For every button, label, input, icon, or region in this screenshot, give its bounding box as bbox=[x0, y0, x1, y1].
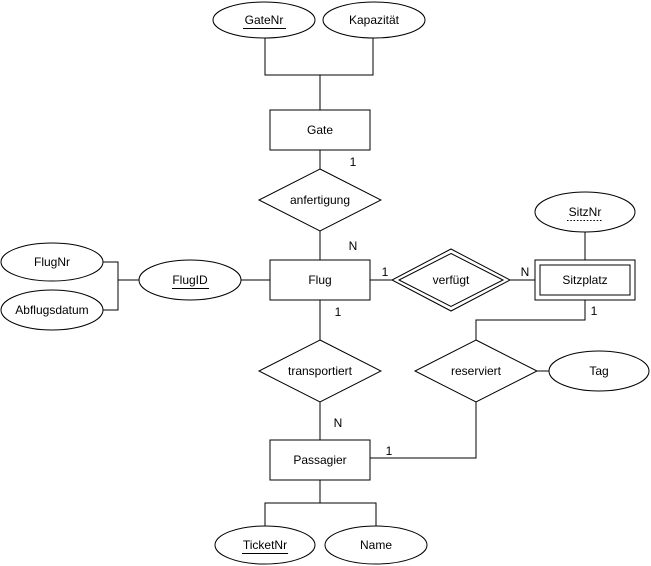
relationship-anfertigung bbox=[257, 168, 383, 232]
entity-passagier-label: Passagier bbox=[293, 453, 346, 467]
attribute-sitznr-label: SitzNr bbox=[569, 205, 602, 219]
cardinality-sitzplatz-reserviert: 1 bbox=[591, 304, 598, 318]
cardinality-flug-verfuegt: 1 bbox=[382, 265, 389, 279]
entity-sitzplatz-label: Sitzplatz bbox=[562, 273, 607, 287]
attribute-abflugsdatum-label: Abflugsdatum bbox=[15, 303, 88, 317]
attribute-tag-label: Tag bbox=[589, 364, 608, 378]
relationship-transportiert-label: transportiert bbox=[288, 364, 353, 378]
entity-gate bbox=[269, 109, 371, 151]
entity-flug bbox=[269, 259, 371, 301]
attribute-kapazitaet bbox=[322, 1, 426, 39]
attribute-flugid bbox=[138, 259, 242, 301]
cardinality-gate-anfertigung: 1 bbox=[350, 155, 357, 169]
edge-reserviert-passagier bbox=[370, 402, 477, 459]
attribute-flugid-label: FlugID bbox=[172, 273, 208, 287]
edge-passagier-attributes-bracket bbox=[264, 480, 377, 526]
attribute-gatenr bbox=[212, 1, 316, 39]
entity-flug-label: Flug bbox=[308, 273, 331, 287]
cardinality-labels: 1 N 1 N 1 1 1 N bbox=[334, 155, 598, 458]
entity-gate-label: Gate bbox=[307, 123, 333, 137]
relationship-verfuegt-label: verfügt bbox=[433, 273, 470, 287]
attribute-sitznr bbox=[534, 191, 636, 233]
attribute-ticketnr bbox=[214, 525, 316, 565]
entity-sitzplatz-inner bbox=[539, 264, 631, 296]
entities: Gate Flug Sitzplatz Passagier bbox=[269, 109, 636, 481]
attribute-kapazitaet-label: Kapazität bbox=[349, 13, 400, 27]
edges bbox=[103, 38, 586, 526]
attribute-name bbox=[324, 525, 428, 565]
attribute-gatenr-label: GateNr bbox=[245, 13, 284, 27]
cardinality-verfuegt-sitzplatz: N bbox=[521, 265, 530, 279]
relationship-reserviert bbox=[413, 339, 539, 403]
attribute-flugnr-label: FlugNr bbox=[34, 255, 70, 269]
relationships: anfertigung verfügt transportiert reserv… bbox=[257, 168, 539, 403]
attribute-name-label: Name bbox=[360, 538, 392, 552]
attribute-flugnr bbox=[0, 242, 104, 282]
relationship-anfertigung-label: anfertigung bbox=[290, 193, 350, 207]
cardinality-reserviert-passagier: 1 bbox=[386, 444, 393, 458]
edge-sitzplatz-reserviert bbox=[475, 300, 586, 340]
edge-flug-attributes-bracket bbox=[103, 261, 140, 311]
edge-gate-attributes-bracket bbox=[264, 38, 374, 110]
attribute-ticketnr-label: TicketNr bbox=[243, 538, 287, 552]
attribute-tag bbox=[548, 350, 650, 392]
relationship-verfuegt-inner bbox=[397, 252, 505, 308]
entity-passagier bbox=[269, 439, 371, 481]
cardinality-flug-transportiert: 1 bbox=[335, 305, 342, 319]
cardinality-anfertigung-flug: N bbox=[349, 239, 358, 253]
attribute-abflugsdatum bbox=[0, 289, 104, 331]
relationship-reserviert-label: reserviert bbox=[451, 364, 502, 378]
cardinality-transportiert-passagier: N bbox=[334, 416, 343, 430]
relationship-transportiert bbox=[257, 339, 383, 403]
